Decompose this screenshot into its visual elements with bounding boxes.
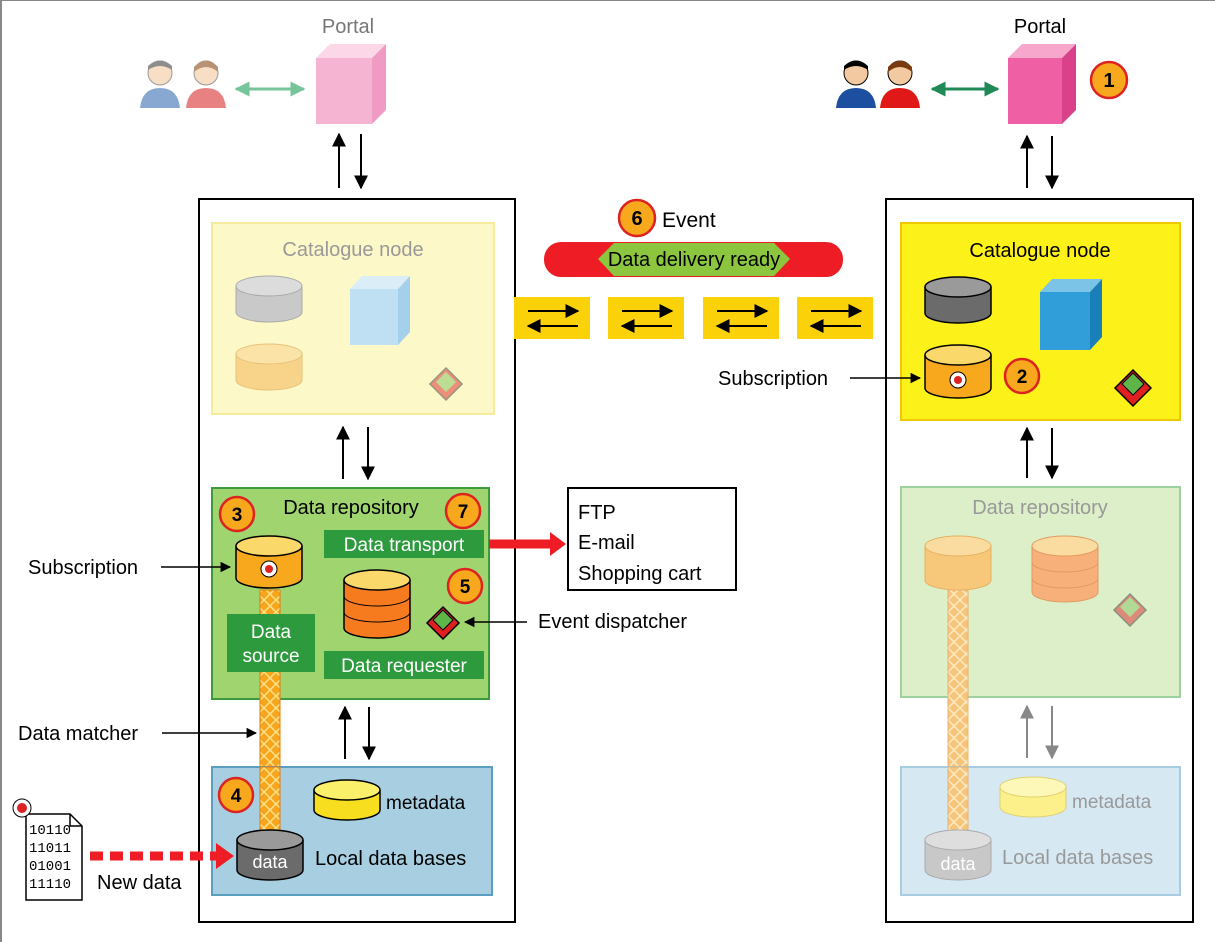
left-catalogue-dispatcher-icon [428,366,464,402]
event-banner [544,242,843,277]
right-portal-cube-icon [1008,44,1076,124]
left-repository-title: Data repository [283,497,419,519]
left-portal-label: Portal [322,16,374,38]
right-subscription-db-icon [924,344,992,399]
right-metadata-label: metadata [1072,792,1152,813]
exchange-arrows [514,297,873,339]
data-requester-label: Data requester [341,656,467,677]
left-badge-7: 7 [444,492,482,530]
right-badge-2: 2 [1003,357,1041,395]
data-matcher-label: Data matcher [18,723,138,745]
exchange-arrow-box-2 [608,297,684,339]
svg-text:3: 3 [232,505,243,526]
data-requester-box [324,651,484,679]
exchange-arrow-box-3 [703,297,779,339]
data-requester-db-icon [343,569,411,639]
new-data-arrow-head [216,843,234,869]
right-catalogue-cube-icon [1040,279,1102,350]
data-transport-box [324,530,484,558]
left-badge-3: 3 [218,495,256,533]
left-portal-cube-icon [316,44,386,124]
left-catalogue-db-gray-icon [235,275,303,323]
new-data-label: New data [97,872,182,894]
right-portal-label: Portal [1014,16,1066,38]
left-catalogue-title: Catalogue node [282,239,423,261]
delivery-ftp: FTP [578,502,616,524]
event-banner-label: Data delivery ready [608,249,780,271]
left-catalogue-db-yellow-icon [235,343,303,391]
data-source-line2: source [242,646,299,667]
right-users-icon [836,60,920,108]
exchange-arrow-box-1 [514,297,590,339]
svg-text:01001: 01001 [29,859,71,875]
left-badge-5: 5 [446,567,484,605]
right-data-matcher-stream-lower [947,766,969,836]
right-catalogue-title: Catalogue node [969,240,1110,262]
right-data-label: data [940,854,976,874]
left-metadata-label: metadata [386,793,466,814]
right-data-db-icon [924,829,992,881]
event-dispatcher-icon [425,605,461,641]
delivery-email: E-mail [578,532,635,554]
svg-text:5: 5 [460,577,471,598]
right-requester-db-icon [1031,535,1099,603]
svg-text:7: 7 [458,502,469,523]
svg-text:11011: 11011 [29,841,71,857]
right-repo-db-icon [924,535,992,591]
delivery-options-box [567,487,737,591]
exchange-arrow-box-4 [797,297,873,339]
data-transport-label: Data transport [344,535,465,556]
delivery-cart: Shopping cart [578,563,702,585]
svg-text:4: 4 [231,786,242,807]
right-metadata-db-icon [999,776,1067,818]
svg-text:11110: 11110 [29,877,71,893]
svg-text:1: 1 [1103,70,1114,92]
event-badge-6: 6 [617,198,657,238]
event-label: Event [662,209,716,232]
data-matcher-stream-lower [259,766,281,841]
event-dispatcher-label: Event dispatcher [538,611,687,633]
svg-text:10110: 10110 [29,823,71,839]
right-badge-1: 1 [1089,60,1129,100]
right-catalogue-db-gray-icon [924,276,992,324]
left-subscription-db-icon [235,535,303,589]
left-catalogue-cube-icon [350,276,410,345]
subscription-left-label: Subscription [28,557,138,579]
binary-file-icon: 10110 11011 01001 11110 [12,798,83,901]
data-source-box [227,614,315,672]
left-data-db-icon [236,829,304,881]
svg-text:2: 2 [1017,367,1028,388]
left-local-db-label: Local data bases [315,848,466,870]
left-metadata-db-icon [313,779,381,821]
right-repo-dispatcher-icon [1112,592,1148,628]
right-repository-title: Data repository [972,497,1108,519]
right-catalogue-dispatcher-icon [1113,368,1153,408]
subscription-right-label: Subscription [718,368,828,390]
left-badge-4: 4 [217,776,255,814]
left-data-label: data [252,852,288,872]
right-local-db-label: Local data bases [1002,847,1153,869]
svg-text:6: 6 [631,208,642,230]
transport-arrow-head [550,532,566,556]
data-source-line1: Data [251,622,292,643]
left-users-icon [140,60,226,108]
